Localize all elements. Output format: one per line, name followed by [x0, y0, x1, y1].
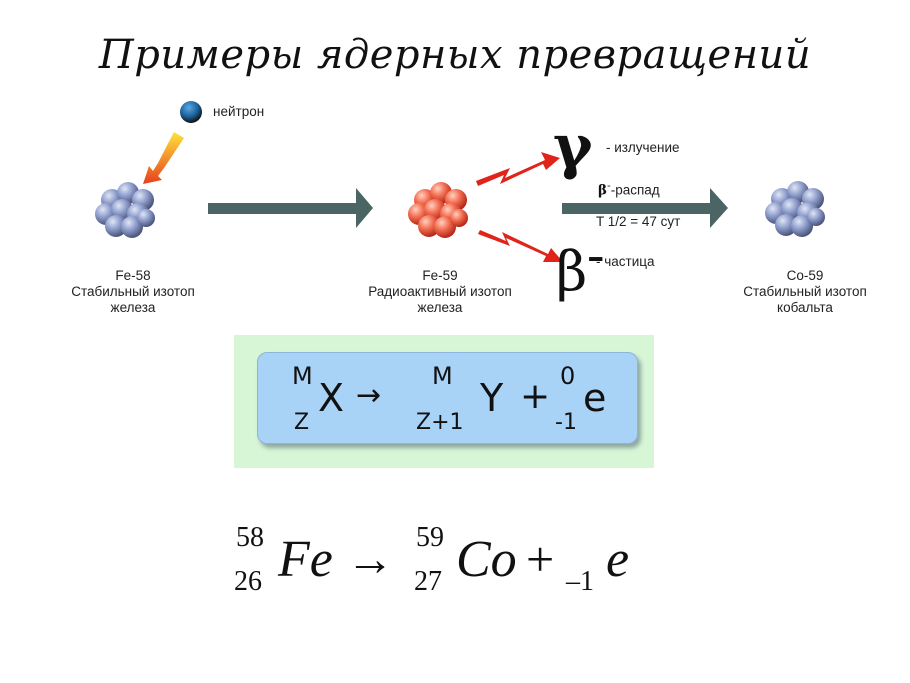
- beta-label: - частица: [596, 254, 655, 269]
- gf-z1: Z: [294, 410, 310, 435]
- fe59-desc: Радиоактивный изотоп: [368, 284, 512, 299]
- gf-y: Y: [480, 376, 504, 420]
- decay-sup: -: [606, 180, 611, 192]
- ex-e: e: [606, 531, 630, 588]
- ex-el1: Fe: [278, 531, 333, 588]
- ex-a1: 58: [236, 522, 264, 553]
- ex-z2: 27: [414, 566, 442, 597]
- ex-a2: 59: [416, 522, 444, 553]
- co59-nucleus-icon: [765, 181, 825, 237]
- reaction-arrow-2: [562, 188, 728, 228]
- gf-x: X: [318, 376, 345, 420]
- gf-arrow: →: [356, 378, 382, 413]
- beta-symbol: β–: [556, 225, 604, 304]
- co59-elem: кобальта: [777, 300, 833, 315]
- fe58-nucleus-icon: [95, 182, 155, 238]
- co59-desc: Стабильный изотоп: [743, 284, 867, 299]
- gamma-label: - излучение: [606, 140, 680, 155]
- decay-beta: β: [598, 182, 607, 199]
- reaction-arrow-1: [208, 188, 373, 228]
- decay-label: β--распад: [598, 180, 660, 199]
- beta-sup: –: [587, 237, 605, 277]
- fe59-label: Fe-59 Радиоактивный изотоп железа: [330, 268, 550, 316]
- decay-text: -распад: [610, 182, 660, 198]
- gf-plus: +: [520, 376, 551, 417]
- gf-m2: M: [432, 362, 453, 390]
- ex-z1: 26: [234, 566, 262, 597]
- general-formula-box: [257, 352, 638, 444]
- ex-el2: Co: [456, 531, 517, 588]
- ex-arrow: →: [346, 533, 394, 586]
- ex-plus: +: [526, 531, 555, 587]
- fe59-nucleus-icon: [408, 182, 468, 238]
- gf-e: e: [583, 376, 607, 420]
- gf-m3: 0: [560, 362, 576, 390]
- gf-m1: M: [292, 362, 313, 390]
- fe59-name: Fe-59: [422, 268, 458, 283]
- fe58-name: Fe-58: [115, 268, 151, 283]
- fe58-elem: железа: [110, 300, 156, 315]
- ex-z3: –1: [566, 566, 594, 597]
- beta-ray-arrow: [478, 230, 563, 262]
- neutron-label: нейтрон: [213, 104, 265, 119]
- gf-z3: -1: [555, 410, 577, 435]
- fe58-desc: Стабильный изотоп: [71, 284, 195, 299]
- beta-char: β: [556, 240, 588, 303]
- co59-name: Co-59: [786, 268, 824, 283]
- fe58-label: Fe-58 Стабильный изотоп железа: [23, 268, 243, 316]
- fe59-elem: железа: [417, 300, 463, 315]
- gamma-ray-arrow: [476, 152, 560, 186]
- co59-label: Co-59 Стабильный изотоп кобальта: [695, 268, 910, 316]
- neutron-icon: [180, 101, 202, 123]
- gf-z2: Z+1: [416, 410, 464, 435]
- gamma-symbol: γ: [553, 112, 593, 182]
- half-life: T 1/2 = 47 сут: [596, 214, 681, 229]
- slide-title: Примеры ядерных превращений: [98, 32, 812, 78]
- neutron-path-arrow: [143, 132, 184, 184]
